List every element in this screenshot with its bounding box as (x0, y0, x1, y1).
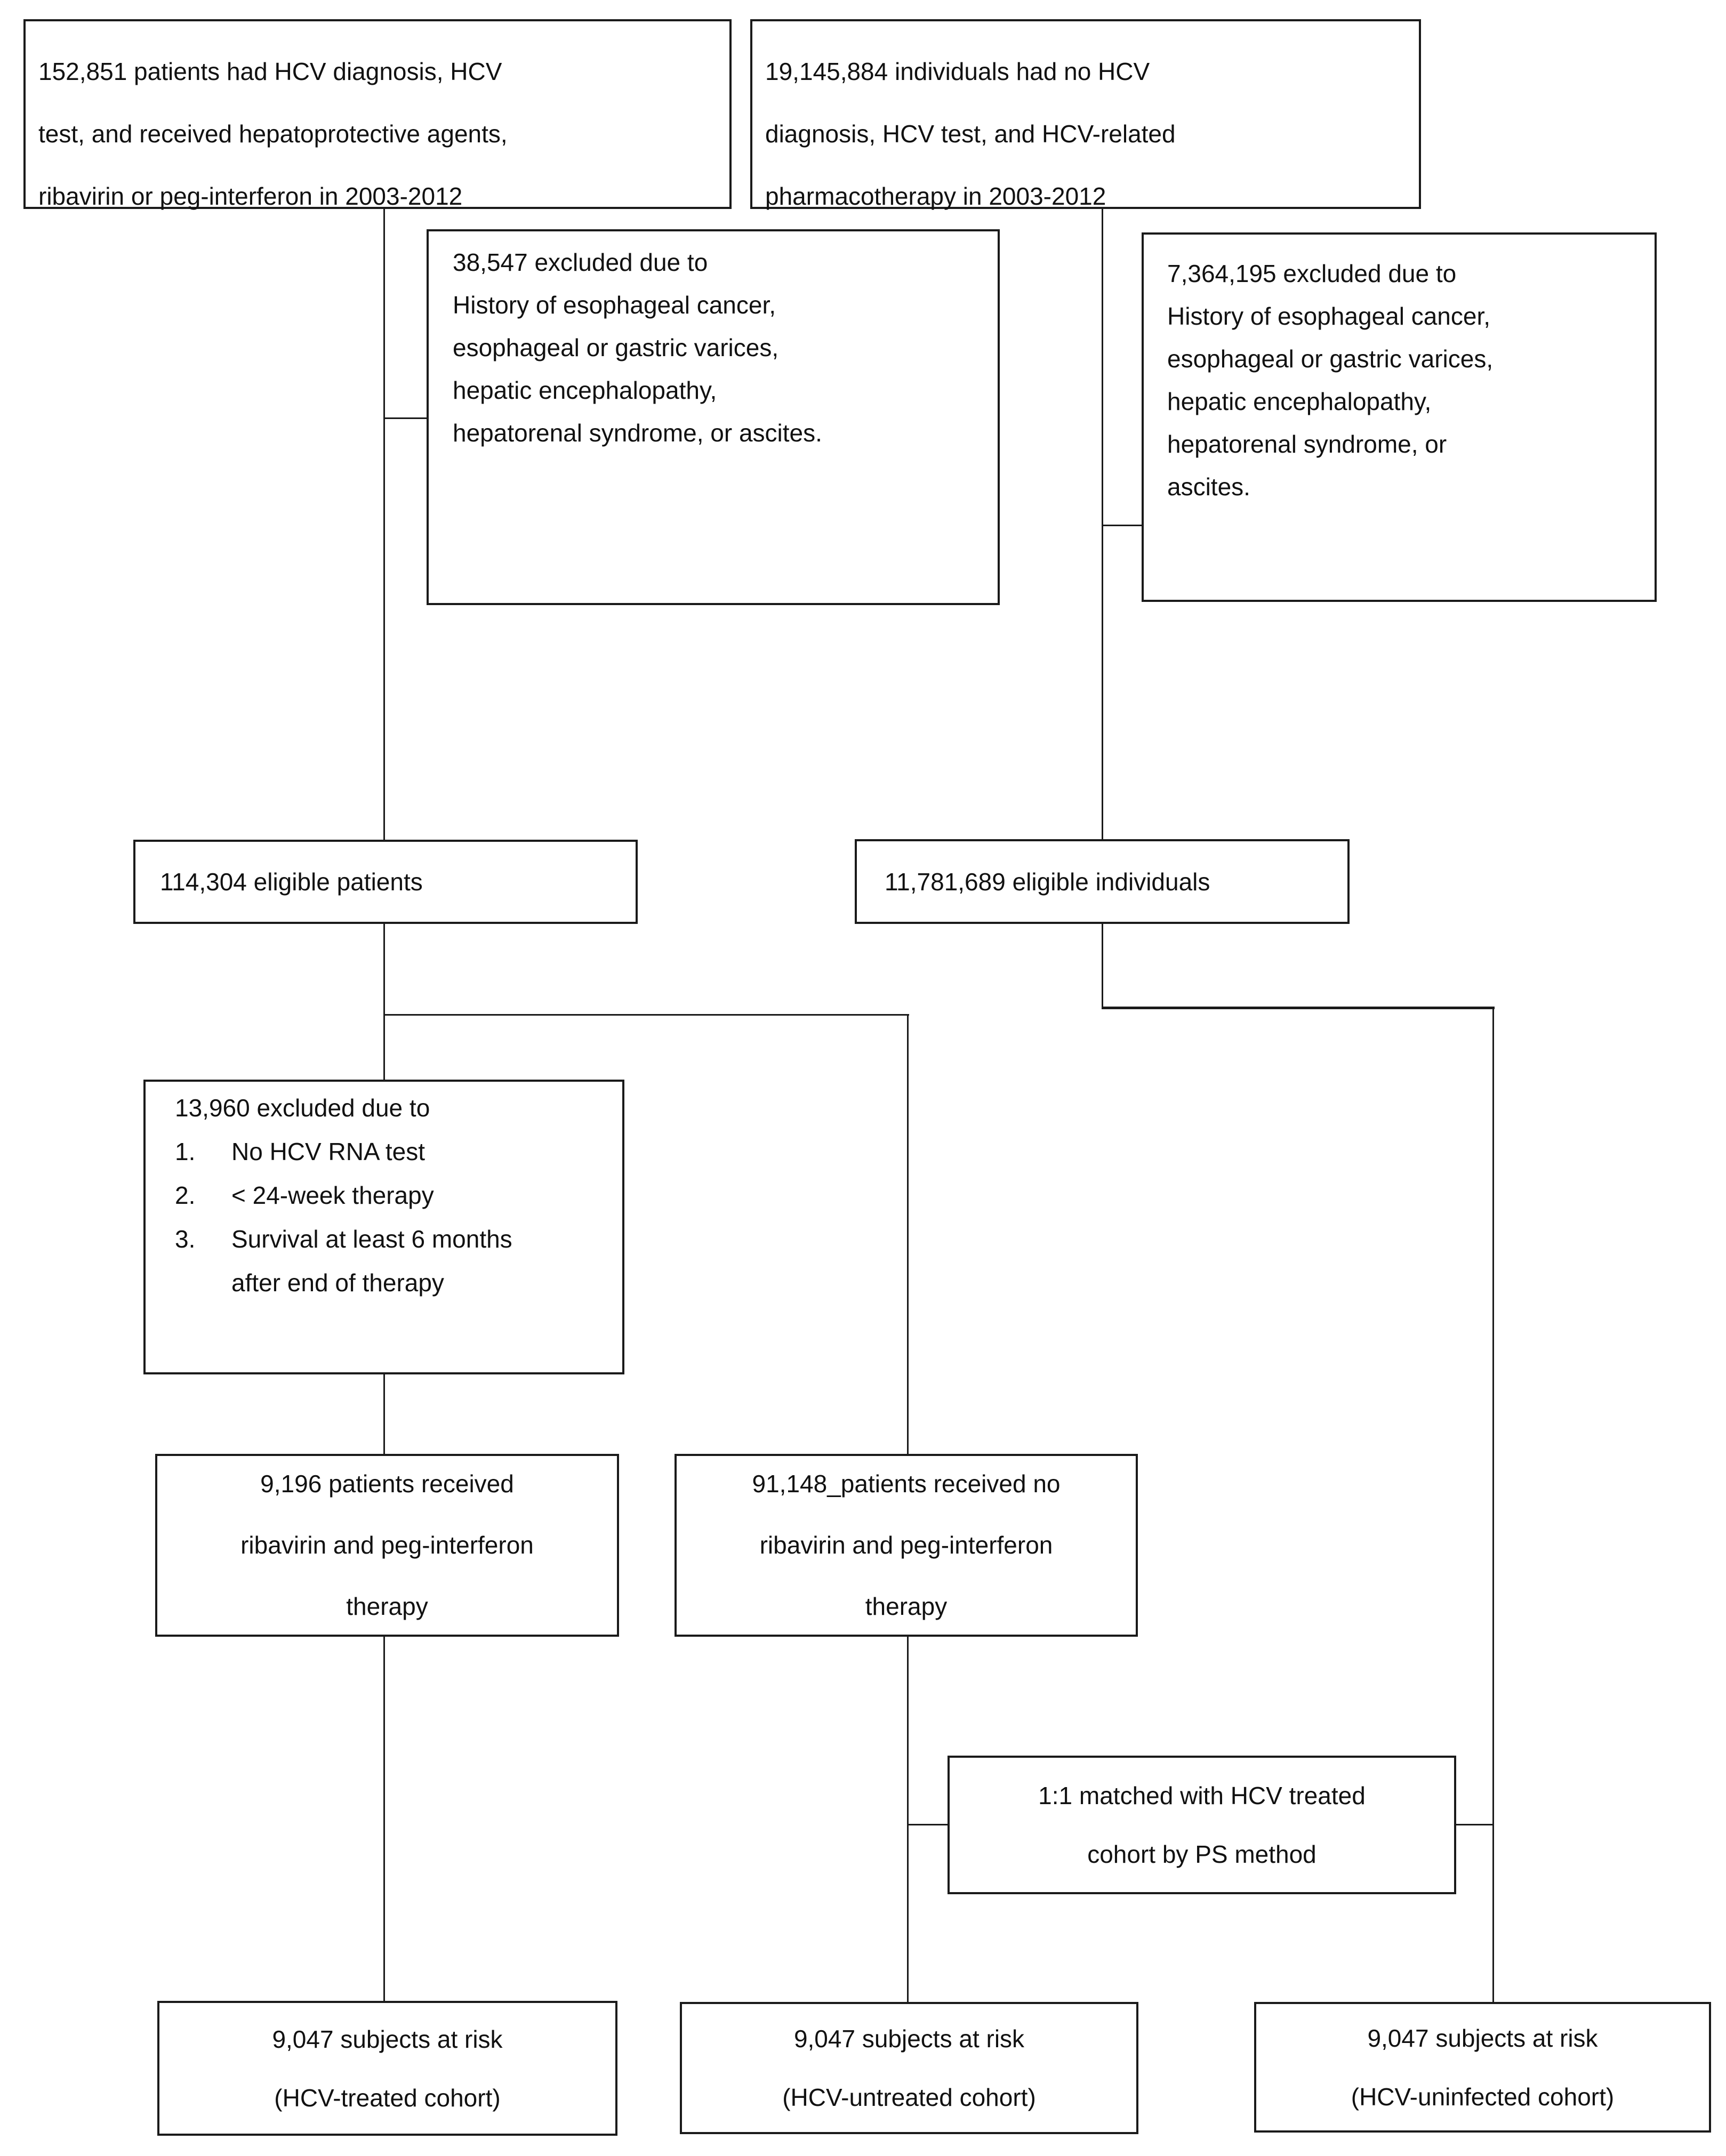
box-text-line: History of esophageal cancer, (453, 291, 776, 319)
box-text-line: esophageal or gastric varices, (453, 334, 779, 361)
box-treated-exclusion: 38,547 excluded due to History of esopha… (427, 229, 1000, 605)
list-item: 3. Survival at least 6 months (175, 1217, 617, 1261)
list-item: 2. < 24-week therapy (175, 1173, 617, 1217)
box-text-line: History of esophageal cancer, (1167, 302, 1491, 330)
box-heading: 13,960 excluded due to (175, 1094, 430, 1122)
connector-branch-left-horizontal (383, 1014, 909, 1016)
box-rna-exclusion: 13,960 excluded due to 1. No HCV RNA tes… (143, 1080, 624, 1374)
box-uninfected-exclusion: 7,364,195 excluded due to History of eso… (1142, 232, 1657, 602)
connector-uninfected-source-to-eligible (1102, 209, 1103, 839)
box-text-line: cohort by PS method (1087, 1840, 1316, 1868)
box-treated-therapy: 9,196 patients received ribavirin and pe… (155, 1454, 619, 1637)
list-item: 1. No HCV RNA test (175, 1130, 617, 1173)
connector-stub-ps-matching-right (1456, 1824, 1492, 1825)
list-item-number-spacer (175, 1261, 231, 1305)
box-text-line: 38,547 excluded due to (453, 248, 708, 276)
box-text-line: 11,781,689 eligible individuals (885, 867, 1210, 896)
box-risk-untreated-cohort: 9,047 subjects at risk (HCV-untreated co… (680, 2002, 1138, 2134)
box-text-line: hepatorenal syndrome, or (1167, 430, 1447, 458)
box-risk-uninfected-cohort: 9,047 subjects at risk (HCV-uninfected c… (1254, 2002, 1711, 2133)
connector-eligible-patients-down (383, 924, 385, 1080)
box-text-line: 114,304 eligible patients (160, 868, 423, 896)
connector-branch-to-uninfected-risk (1492, 1007, 1494, 2002)
connector-stub-ps-matching-left (907, 1824, 948, 1825)
connector-rna-exclusion-to-treated-therapy (383, 1374, 385, 1454)
list-item-text: No HCV RNA test (231, 1138, 425, 1165)
list-item-number: 2. (175, 1181, 196, 1209)
box-text-line: (HCV-treated cohort) (274, 2083, 501, 2112)
box-text-line: esophageal or gastric varices, (1167, 345, 1494, 373)
box-risk-treated-cohort: 9,047 subjects at risk (HCV-treated coho… (157, 2001, 617, 2136)
box-text-line: therapy (346, 1592, 428, 1620)
connector-treated-therapy-to-risk (383, 1637, 385, 2001)
connector-treated-source-to-eligible (383, 209, 385, 840)
box-text-line: 9,047 subjects at risk (1367, 2024, 1598, 2052)
box-hcv-uninfected-source: 19,145,884 individuals had no HCV diagno… (750, 19, 1421, 210)
list-item-text: after end of therapy (231, 1269, 444, 1297)
box-text-line: hepatorenal syndrome, or ascites. (453, 419, 822, 447)
box-text-line: (HCV-uninfected cohort) (1351, 2082, 1615, 2111)
box-text-line: pharmacotherapy in 2003-2012 (765, 182, 1106, 210)
box-text-line: 9,047 subjects at risk (793, 2025, 1025, 2053)
connector-branch-right-horizontal (1102, 1007, 1495, 1009)
list-item-number: 1. (175, 1138, 196, 1165)
box-text-line: ribavirin or peg-interferon in 2003-2012 (38, 182, 463, 210)
box-text-line: hepatic encephalopathy, (453, 376, 717, 404)
connector-eligible-individuals-down (1102, 924, 1103, 1009)
box-text-line: 9,196 patients received (260, 1470, 514, 1498)
box-text-line: hepatic encephalopathy, (1167, 388, 1432, 415)
connector-stub-uninfected-exclusion (1102, 525, 1142, 526)
box-ps-matching: 1:1 matched with HCV treated cohort by P… (948, 1756, 1456, 1894)
box-text-line: ribavirin and peg-interferon (240, 1531, 534, 1559)
connector-stub-treated-exclusion (383, 417, 427, 419)
box-text-line: ribavirin and peg-interferon (759, 1531, 1053, 1559)
box-text-line: 152,851 patients had HCV diagnosis, HCV (38, 58, 502, 85)
box-text-line: 9,047 subjects at risk (272, 2025, 503, 2053)
box-untreated-therapy: 91,148_patients received no ribavirin an… (675, 1454, 1138, 1637)
box-eligible-patients: 114,304 eligible patients (133, 840, 638, 924)
connector-branch-to-untreated-therapy (907, 1014, 909, 1454)
list-item-number: 3. (175, 1225, 196, 1253)
box-text-line: 7,364,195 excluded due to (1167, 260, 1457, 287)
box-hcv-treated-source: 152,851 patients had HCV diagnosis, HCV … (23, 19, 732, 210)
list-item-text: Survival at least 6 months (231, 1225, 512, 1253)
box-text-line: 91,148_patients received no (752, 1470, 1061, 1498)
box-text-line: therapy (865, 1592, 948, 1620)
box-text-line: diagnosis, HCV test, and HCV-related (765, 120, 1176, 148)
box-eligible-individuals: 11,781,689 eligible individuals (855, 839, 1350, 924)
box-text-line: test, and received hepatoprotective agen… (38, 120, 508, 148)
box-text-line: (HCV-untreated cohort) (782, 2083, 1036, 2111)
list-item-text: < 24-week therapy (231, 1181, 434, 1209)
connector-untreated-therapy-to-risk (907, 1637, 909, 2002)
box-text-line: 1:1 matched with HCV treated (1038, 1782, 1366, 1809)
box-text-line: 19,145,884 individuals had no HCV (765, 58, 1150, 85)
box-text-line: ascites. (1167, 473, 1250, 501)
list-item-continuation: after end of therapy (175, 1261, 617, 1305)
